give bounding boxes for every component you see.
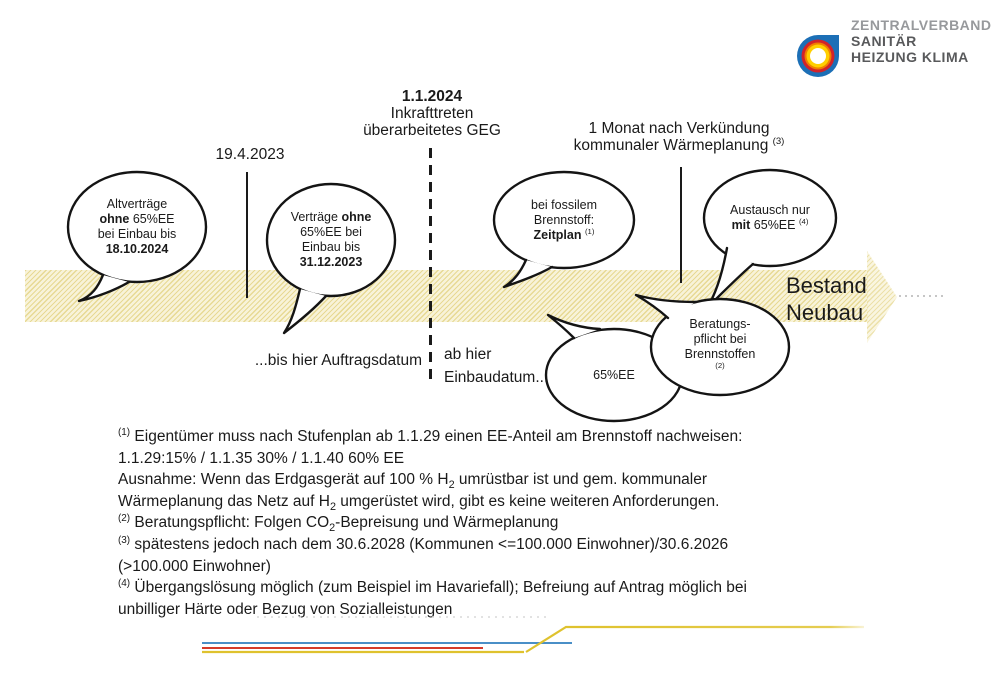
speech-bubble-shape (634, 293, 791, 397)
band-labels: Bestand Neubau (786, 272, 896, 326)
speech-bubble-shape (66, 170, 208, 303)
band-label-bestand: Bestand (786, 273, 867, 298)
speech-bubble-65ee: 65%EE (540, 298, 700, 426)
marker-19-4-2023-line (246, 172, 248, 298)
footnotes: (1) Eigentümer muss nach Stufenplan ab 1… (118, 426, 747, 618)
timeline-dotted-continuation (899, 295, 943, 297)
marker-waermeplanung-line (680, 167, 682, 283)
logo-line-3: HEIZUNG KLIMA (851, 49, 969, 65)
footer-decoration-lines (195, 612, 885, 660)
band-label-neubau: Neubau (786, 300, 864, 325)
marker-1-1-2024-dashed-line (429, 148, 432, 380)
logo-line-2: SANITÄR (851, 33, 917, 49)
speech-bubble-shape (265, 182, 397, 335)
marker-19-4-2023-label: 19.4.2023 (215, 146, 285, 163)
order-date-label: ...bis hier Auftragsdatum (254, 352, 422, 369)
speech-bubble-shape (544, 313, 684, 423)
logo-wordmark: ZENTRALVERBAND SANITÄR HEIZUNG KLIMA (851, 17, 996, 65)
bubble-text-65ee: 65%EE (593, 367, 635, 382)
zvshk-drop-icon (795, 32, 841, 78)
logo-line-1: ZENTRALVERBAND (851, 17, 992, 33)
speech-bubble-shape (492, 170, 636, 289)
